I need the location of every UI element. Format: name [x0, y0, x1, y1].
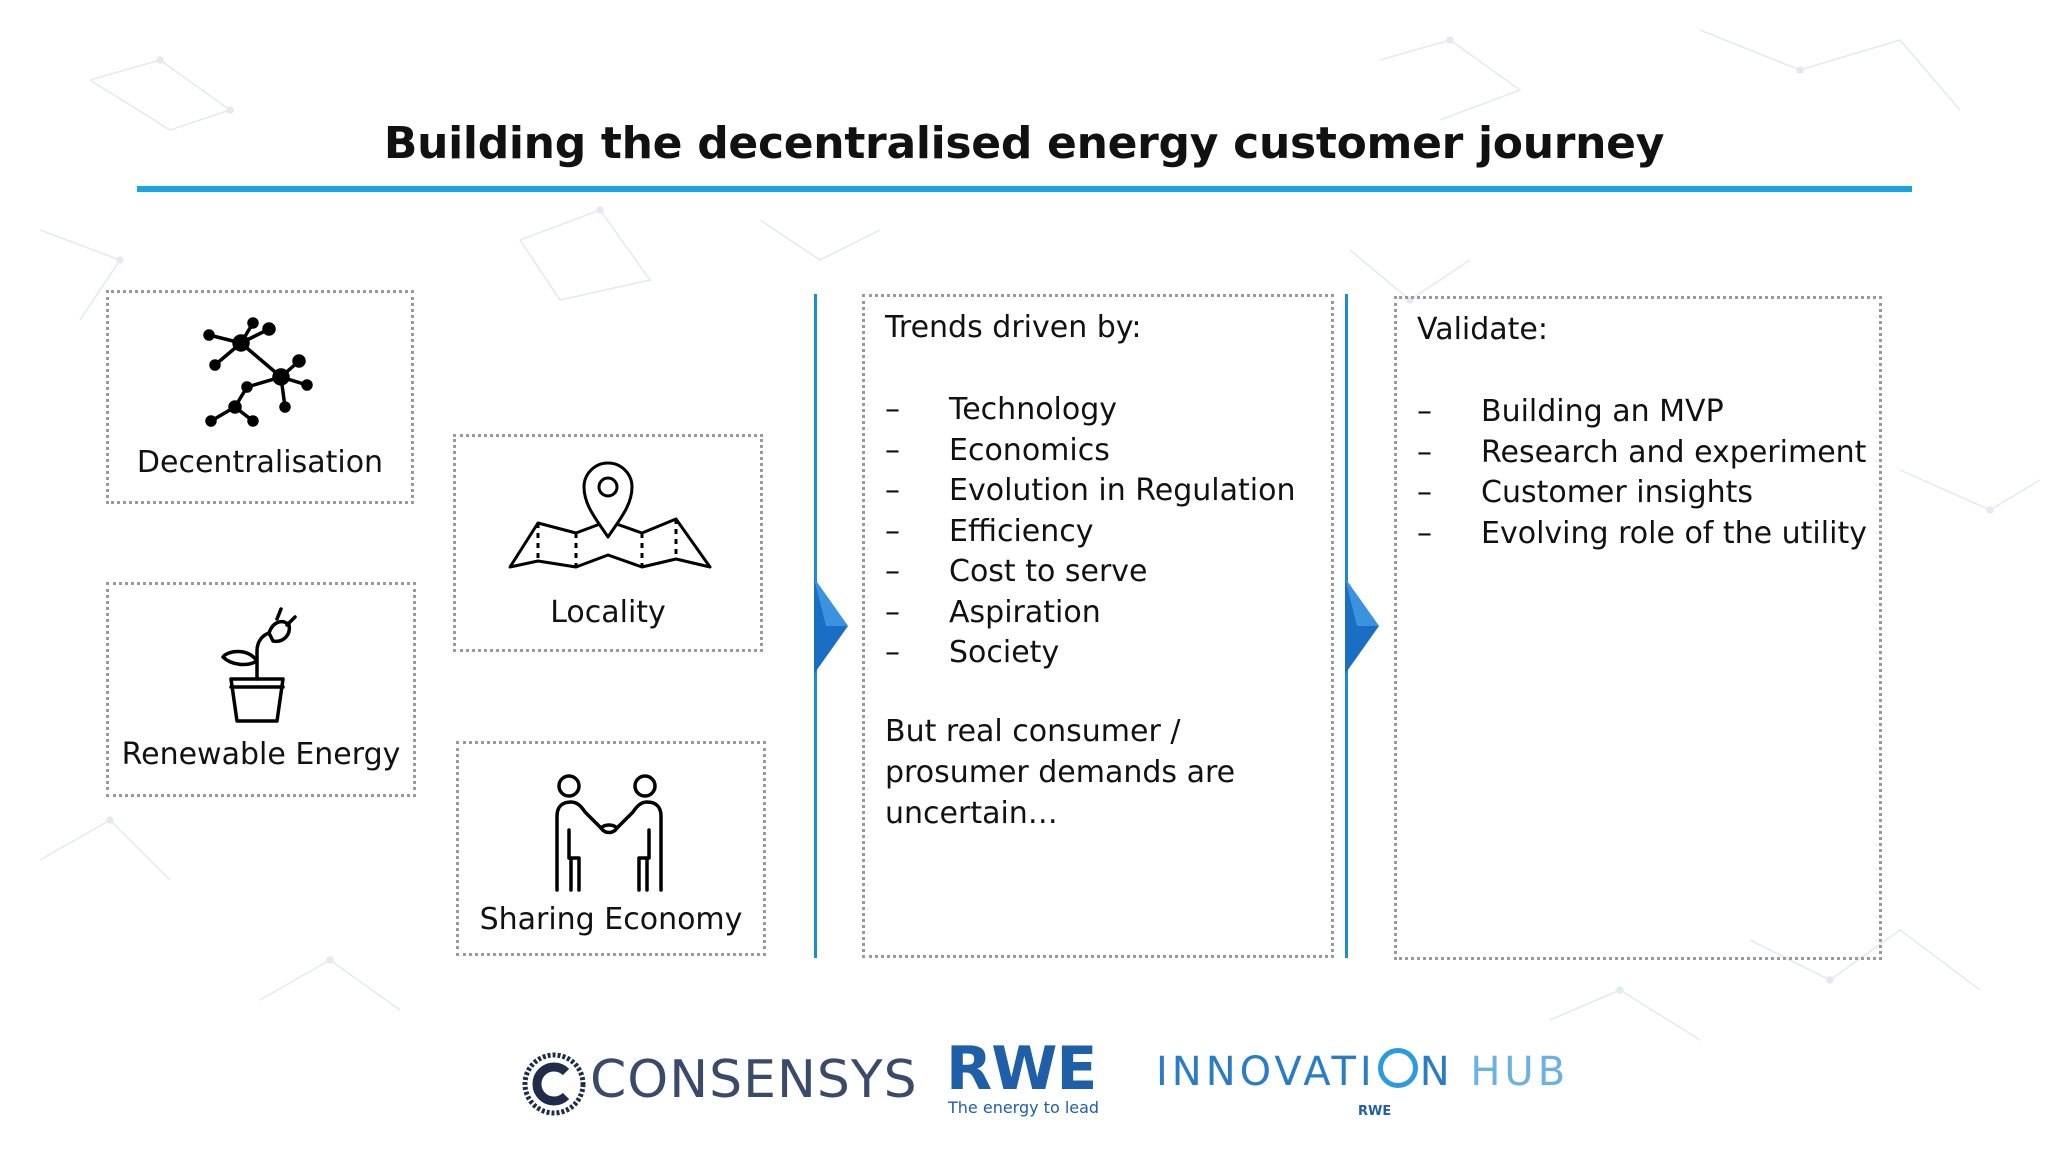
chevron-right-icon [814, 578, 848, 674]
card-label: Locality [550, 595, 666, 630]
consensys-mark-icon [522, 1052, 586, 1116]
rwe-wordmark: RWE [946, 1034, 1097, 1104]
title-underline [137, 186, 1912, 192]
card-decentralisation: Decentralisation [106, 290, 414, 504]
trends-note: But real consumer / prosumer demands are… [885, 714, 1236, 831]
trends-box: Trends driven by: –Technology –Economics… [862, 294, 1334, 958]
trends-heading: Trends driven by: [885, 310, 1142, 345]
plant-plug-icon [221, 607, 297, 723]
network-nodes-icon [203, 317, 313, 427]
page-title: Building the decentralised energy custom… [383, 118, 1665, 169]
rwe-tagline: The energy to lead [948, 1098, 1100, 1117]
map-pin-icon [508, 461, 712, 569]
hub-o-icon [1377, 1048, 1418, 1088]
card-label: Renewable Energy [121, 737, 401, 772]
consensys-logo: CONSENSYS [522, 1048, 917, 1120]
chevron-right-icon [1345, 578, 1379, 674]
innovation-hub-sub: RWE [1358, 1104, 1392, 1119]
card-locality: Locality [453, 434, 763, 652]
card-renewable-energy: Renewable Energy [106, 582, 416, 797]
handshake-people-icon [555, 774, 663, 892]
consensys-wordmark: CONSENSYS [590, 1050, 918, 1110]
card-label: Sharing Economy [479, 902, 743, 937]
validate-box: Validate: –Building an MVP –Research and… [1394, 296, 1882, 960]
card-label: Decentralisation [136, 445, 384, 480]
validate-heading: Validate: [1417, 312, 1549, 347]
card-sharing-economy: Sharing Economy [456, 741, 766, 956]
rwe-logo: RWE The energy to lead [946, 1034, 1116, 1120]
